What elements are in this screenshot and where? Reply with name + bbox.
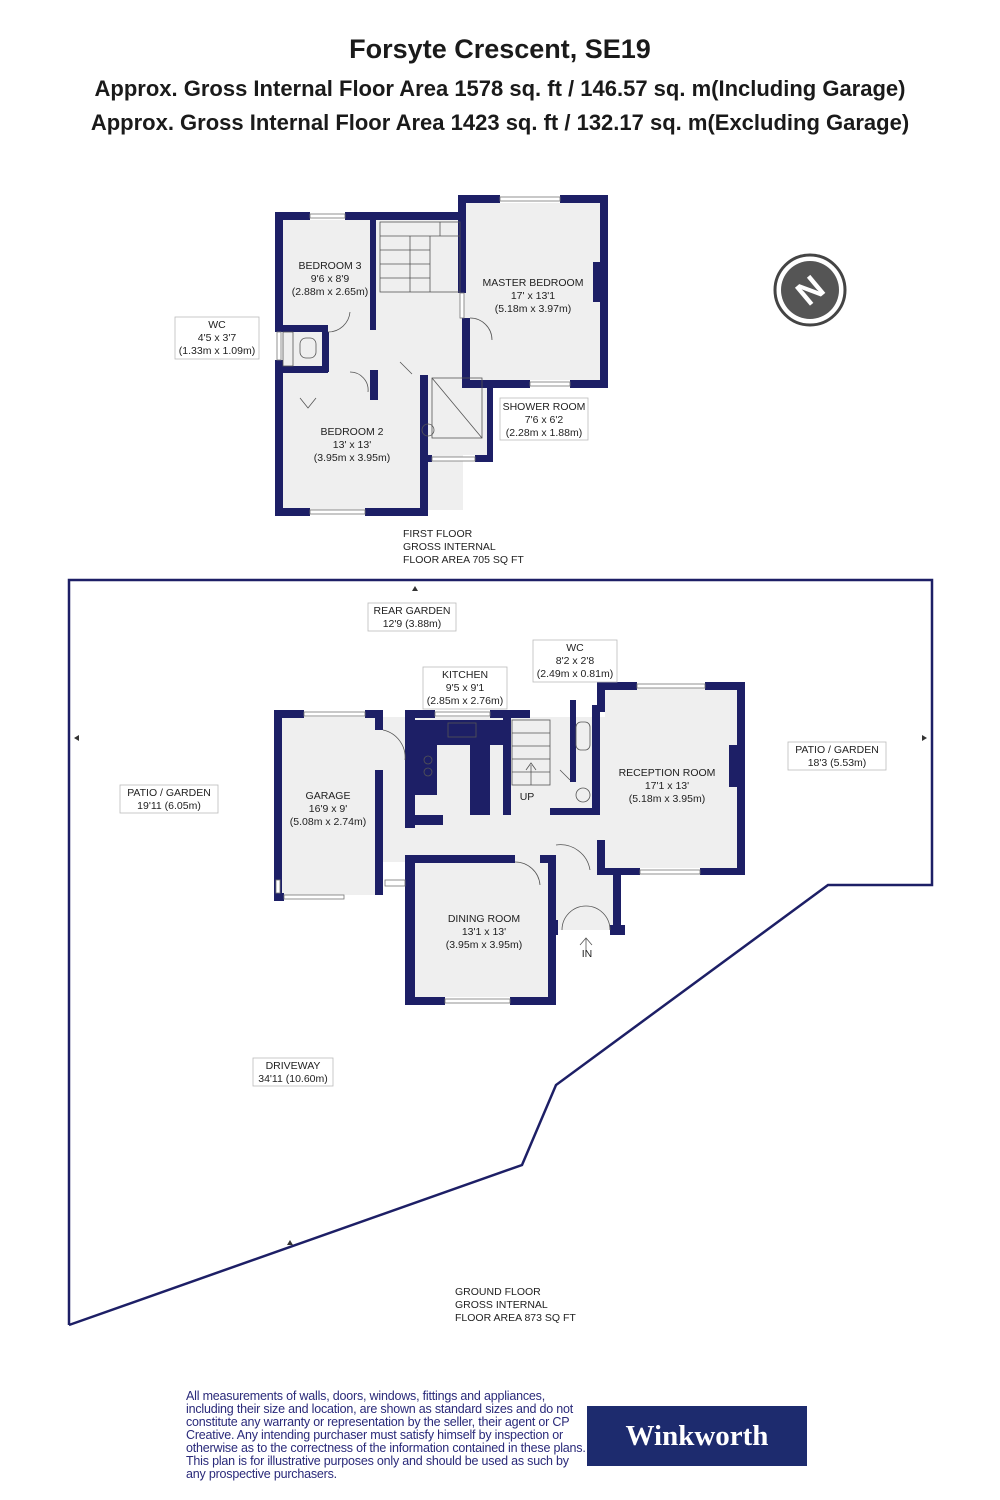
bedroom2-size-metric: (3.95m x 3.95m) bbox=[314, 452, 390, 464]
bedroom3-name: BEDROOM 3 bbox=[298, 260, 361, 272]
ff-staircase bbox=[379, 221, 461, 293]
kitchen-size-metric: (2.85m x 2.76m) bbox=[427, 695, 503, 707]
garage-size-metric: (5.08m x 2.74m) bbox=[290, 816, 366, 828]
bedroom3-size-imperial: 9'6 x 8'9 bbox=[311, 273, 350, 285]
patio-right-size: 18'3 (5.53m) bbox=[808, 757, 867, 769]
gf-staircase bbox=[511, 719, 551, 786]
master-name: MASTER BEDROOM bbox=[483, 277, 584, 289]
reception-size-metric: (5.18m x 3.95m) bbox=[629, 793, 705, 805]
gf-wc-size-metric: (2.49m x 0.81m) bbox=[537, 668, 613, 680]
reception-size-imperial: 17'1 x 13' bbox=[645, 780, 689, 792]
garage-name: GARAGE bbox=[306, 790, 351, 802]
area-excluding-garage: Approx. Gross Internal Floor Area 1423 s… bbox=[90, 110, 910, 135]
shower-name: SHOWER ROOM bbox=[503, 401, 586, 413]
gf-wc-size-imperial: 8'2 x 2'8 bbox=[556, 655, 595, 667]
kitchen-name: KITCHEN bbox=[442, 669, 488, 681]
shower-size-metric: (2.28m x 1.88m) bbox=[506, 427, 582, 439]
bedroom2-size-imperial: 13' x 13' bbox=[333, 439, 371, 451]
master-size-metric: (5.18m x 3.97m) bbox=[495, 303, 571, 315]
rear-garden-name: REAR GARDEN bbox=[373, 605, 450, 617]
patio-left-name: PATIO / GARDEN bbox=[127, 787, 211, 799]
rear-garden-size: 12'9 (3.88m) bbox=[383, 618, 442, 630]
garage-size-imperial: 16'9 x 9' bbox=[309, 803, 347, 815]
kitchen-size-imperial: 9'5 x 9'1 bbox=[446, 682, 485, 694]
patio-right-name: PATIO / GARDEN bbox=[795, 744, 879, 756]
dining-size-imperial: 13'1 x 13' bbox=[462, 926, 506, 938]
winkworth-logo: Winkworth bbox=[587, 1406, 807, 1466]
driveway-name: DRIVEWAY bbox=[266, 1060, 321, 1072]
site-boundary bbox=[67, 578, 934, 1327]
gf-wc-name: WC bbox=[566, 642, 584, 654]
reception-name: RECEPTION ROOM bbox=[619, 767, 716, 779]
ff-interior-master bbox=[463, 203, 601, 380]
ff-label-3: FLOOR AREA 705 SQ FT bbox=[403, 554, 524, 566]
driveway-size: 34'11 (10.60m) bbox=[258, 1073, 328, 1085]
page-title: Forsyte Crescent, SE19 bbox=[349, 34, 651, 64]
bedroom2-name: BEDROOM 2 bbox=[320, 426, 383, 438]
first-floor-plan bbox=[275, 195, 608, 516]
gf-label-2: GROSS INTERNAL bbox=[455, 1299, 548, 1311]
ff-wc-size-metric: (1.33m x 1.09m) bbox=[179, 345, 255, 357]
ff-wc-name: WC bbox=[208, 319, 226, 331]
ff-wc-size-imperial: 4'5 x 3'7 bbox=[198, 332, 237, 344]
ground-floor-plan bbox=[274, 682, 745, 1005]
compass-icon: N bbox=[773, 253, 847, 327]
ff-label-2: GROSS INTERNAL bbox=[403, 541, 496, 553]
entrance-label: IN bbox=[582, 948, 593, 960]
ff-label-1: FIRST FLOOR bbox=[403, 528, 473, 540]
gf-label-1: GROUND FLOOR bbox=[455, 1286, 541, 1298]
area-including-garage: Approx. Gross Internal Floor Area 1578 s… bbox=[94, 76, 906, 101]
bedroom3-size-metric: (2.88m x 2.65m) bbox=[292, 286, 368, 298]
patio-left-size: 19'11 (6.05m) bbox=[137, 800, 201, 812]
master-size-imperial: 17' x 13'1 bbox=[511, 290, 555, 302]
dining-name: DINING ROOM bbox=[448, 913, 520, 925]
gf-label-3: FLOOR AREA 873 SQ FT bbox=[455, 1312, 576, 1324]
shower-size-imperial: 7'6 x 6'2 bbox=[525, 414, 564, 426]
dining-size-metric: (3.95m x 3.95m) bbox=[446, 939, 522, 951]
disclaimer-text: All measurements of walls, doors, window… bbox=[186, 1389, 586, 1481]
stairs-up-label: UP bbox=[520, 791, 535, 803]
